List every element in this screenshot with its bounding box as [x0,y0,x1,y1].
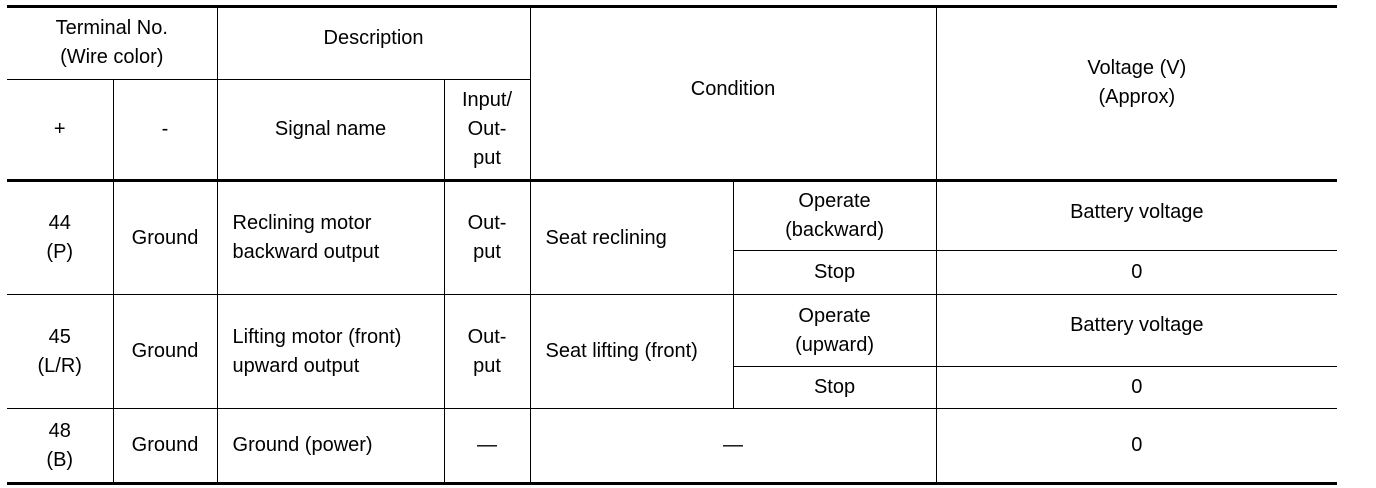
terminal-cell: 44 (P) [7,180,114,295]
io-cell: Out- put [443,180,531,295]
voltage-cell: 0 [935,250,1338,295]
ground-cell: Ground [112,408,218,485]
voltage-cell: 0 [935,366,1338,409]
header-row-1: Terminal No. (Wire color) Description Co… [7,5,1338,182]
voltage-cell: Battery voltage [935,294,1338,367]
state-cell: Stop [732,250,937,295]
state-cell: Stop [732,366,937,409]
table-row: 48 (B) Ground Ground (power) — — 0 [7,408,1338,485]
plus-terminal-header: + [7,79,114,182]
ground-cell: Ground [112,294,218,409]
signal-name-cell: Ground (power) [216,408,445,485]
signal-name-cell: Lifting motor (front) upward output [216,294,445,409]
header-row-2: + - Signal name Input/ Out- put [7,79,1337,182]
condition-cell: Seat lifting (front) [529,294,734,409]
voltage-header: Voltage (V) (Approx) [935,5,1338,182]
condition-cell: Seat reclining [529,180,734,295]
table-row: Stop 0 [7,250,1338,295]
terminal-no-header: Terminal No. (Wire color) [7,5,218,80]
description-header: Description [216,5,531,80]
state-cell: Operate (backward) [732,180,937,251]
input-output-header: Input/ Out- put [443,79,531,182]
voltage-cell: Battery voltage [935,180,1338,251]
ground-cell: Ground [112,180,218,295]
signal-name-cell: Reclining motor backward output [216,180,445,295]
state-cell: Operate (upward) [732,294,937,367]
condition-header: Condition [529,5,937,182]
io-cell: — [443,408,531,485]
io-cell: Out- put [443,294,531,409]
minus-terminal-header: - [112,79,218,182]
signal-name-header: Signal name [216,79,445,182]
condition-cell: — [529,408,937,485]
table-row: 45 (L/R) Ground Lifting motor (front) up… [7,294,1338,409]
table-row: Stop 0 [7,366,1338,409]
terminal-spec-table: Terminal No. (Wire color) Description Co… [7,5,1338,485]
table-row: 44 (P) Ground Reclining motor backward o… [7,180,1338,295]
voltage-cell: 0 [935,408,1338,485]
terminal-cell: 45 (L/R) [7,294,114,409]
terminal-cell: 48 (B) [7,408,114,485]
